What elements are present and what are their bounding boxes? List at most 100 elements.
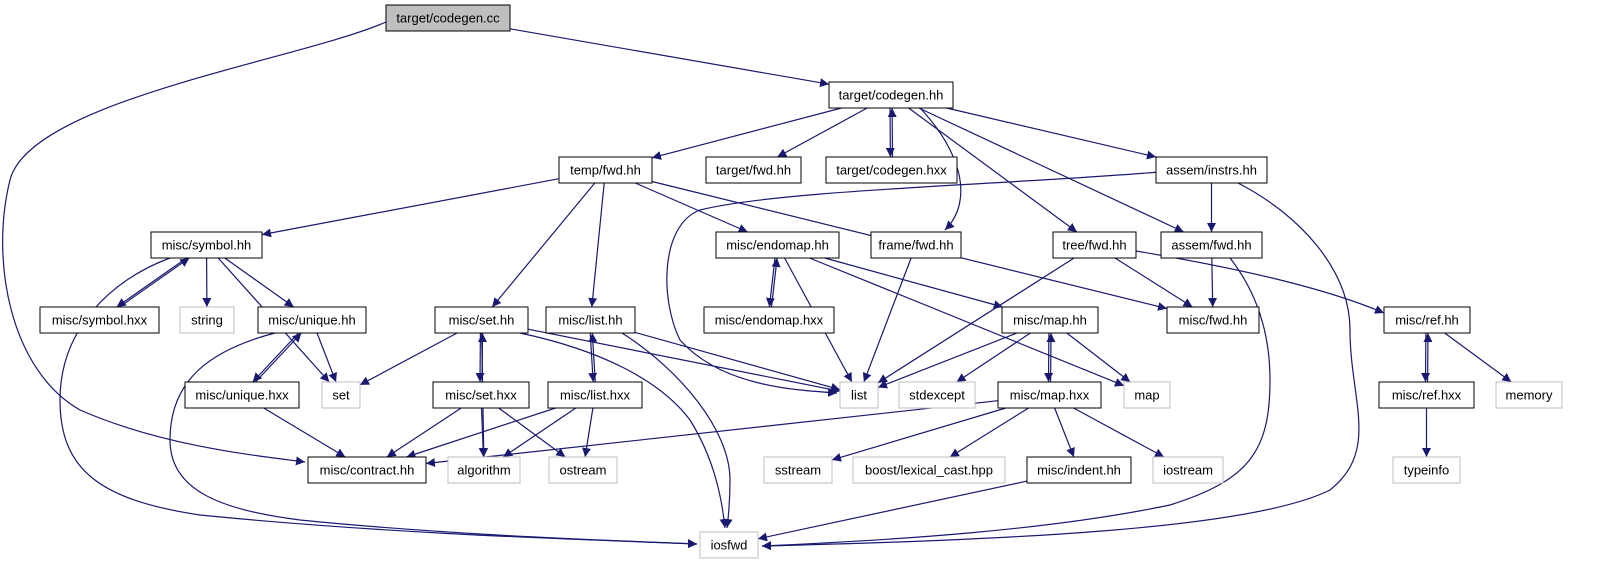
node-list-hh[interactable]: misc/list.hh — [545, 306, 636, 334]
node-box — [997, 381, 1102, 409]
edge-assem-fwd-to-iosfwd — [761, 257, 1271, 551]
node-label: typeinfo — [1404, 463, 1450, 478]
edges-layer — [2, 21, 1512, 551]
edge-codegen-cc-to-contract — [2, 21, 387, 466]
edge-list-hxx-to-list-hh — [588, 332, 598, 383]
edge-temp-fwd-to-endomap-hh — [635, 182, 748, 233]
node-endomap-hxx[interactable]: misc/endomap.hxx — [703, 306, 835, 334]
node-target-fwd[interactable]: target/fwd.hh — [705, 156, 802, 184]
node-set-hh[interactable]: misc/set.hh — [434, 306, 529, 334]
node-ostream[interactable]: ostream — [548, 456, 618, 484]
node-box — [1026, 456, 1132, 484]
node-box — [699, 531, 759, 559]
node-label: sstream — [775, 463, 821, 478]
node-label: misc/unique.hh — [268, 313, 355, 328]
node-iostream[interactable]: iostream — [1152, 456, 1224, 484]
node-box — [763, 456, 833, 484]
node-indent[interactable]: misc/indent.hh — [1026, 456, 1132, 484]
node-box — [257, 306, 367, 334]
node-tree-fwd[interactable]: tree/fwd.hh — [1052, 231, 1137, 259]
node-unique-hxx[interactable]: misc/unique.hxx — [184, 381, 300, 409]
node-list[interactable]: list — [839, 381, 879, 409]
edge-instrs-to-list — [666, 171, 1161, 397]
node-box — [715, 231, 840, 259]
node-label: misc/list.hxx — [560, 388, 631, 403]
node-misc-fwd[interactable]: misc/fwd.hh — [1166, 306, 1260, 334]
node-box — [1378, 381, 1475, 409]
node-lexical-cast[interactable]: boost/lexical_cast.hpp — [852, 456, 1006, 484]
node-contract[interactable]: misc/contract.hh — [307, 456, 427, 484]
node-string[interactable]: string — [179, 306, 235, 334]
node-instrs[interactable]: assem/instrs.hh — [1155, 156, 1268, 184]
node-box — [39, 306, 160, 334]
nodes-layer: target/codegen.cc target/codegen.hh temp/f… — [39, 4, 1563, 559]
edge-symbol-hh-to-symbol-hxx — [116, 257, 187, 308]
node-temp-fwd[interactable]: temp/fwd.hh — [558, 156, 653, 184]
node-label: target/codegen.hh — [839, 88, 944, 103]
node-box — [898, 381, 976, 409]
node-stdexcept[interactable]: stdexcept — [898, 381, 976, 409]
edge-temp-fwd-to-list-hh — [588, 182, 605, 308]
node-box — [825, 156, 958, 184]
node-label: misc/symbol.hxx — [52, 313, 148, 328]
node-ref-hh[interactable]: misc/ref.hh — [1383, 306, 1471, 334]
edge-codegen-hh-to-assem-fwd — [918, 107, 1184, 233]
node-box — [870, 231, 962, 259]
node-label: target/fwd.hh — [716, 163, 791, 178]
node-frame-fwd[interactable]: frame/fwd.hh — [870, 231, 962, 259]
node-sstream[interactable]: sstream — [763, 456, 833, 484]
node-endomap-hh[interactable]: misc/endomap.hh — [715, 231, 840, 259]
node-symbol-hh[interactable]: misc/symbol.hh — [150, 231, 263, 259]
edge-codegen-hh-to-frame-fwd — [919, 107, 962, 231]
edge-temp-fwd-to-symbol-hh — [261, 178, 560, 238]
edge-tree-fwd-to-misc-fwd — [1114, 257, 1193, 308]
node-box — [548, 456, 618, 484]
node-label: assem/fwd.hh — [1171, 238, 1251, 253]
node-box — [447, 456, 521, 484]
edge-codegen-hh-to-instrs — [946, 107, 1157, 160]
node-box — [434, 306, 529, 334]
edge-list-hh-to-list — [634, 331, 841, 392]
edge-set-hh-to-iosfwd — [519, 332, 729, 529]
node-label: misc/indent.hh — [1037, 463, 1121, 478]
node-map-hxx[interactable]: misc/map.hxx — [997, 381, 1102, 409]
edge-unique-hh-to-set — [316, 332, 337, 383]
node-map[interactable]: map — [1123, 381, 1171, 409]
edge-map-hh-to-stdexcept — [956, 332, 1031, 383]
node-codegen-hxx[interactable]: target/codegen.hxx — [825, 156, 958, 184]
edge-symbol-hh-to-unique-hh — [224, 257, 295, 308]
node-box — [150, 231, 263, 259]
node-label: temp/fwd.hh — [570, 163, 641, 178]
node-memory[interactable]: memory — [1495, 381, 1563, 409]
node-label: misc/set.hxx — [445, 388, 517, 403]
node-box — [1155, 156, 1268, 184]
node-assem-fwd[interactable]: assem/fwd.hh — [1160, 231, 1263, 259]
node-unique-hh[interactable]: misc/unique.hh — [257, 306, 367, 334]
node-box — [705, 156, 802, 184]
node-label: misc/map.hxx — [1010, 388, 1090, 403]
node-label: misc/unique.hxx — [195, 388, 289, 403]
node-label: boost/lexical_cast.hpp — [865, 463, 993, 478]
node-label: set — [332, 388, 350, 403]
node-codegen-hh[interactable]: target/codegen.hh — [828, 81, 954, 109]
node-typeinfo[interactable]: typeinfo — [1392, 456, 1461, 484]
node-list-hxx[interactable]: misc/list.hxx — [547, 381, 643, 409]
edge-unique-hh-to-iosfwd — [169, 332, 698, 549]
edge-unique-hh-to-unique-hxx — [252, 332, 299, 383]
node-label: stdexcept — [909, 388, 965, 403]
edge-indent-to-iosfwd — [757, 480, 1028, 542]
node-map-hh[interactable]: misc/map.hh — [1001, 306, 1099, 334]
node-box — [828, 81, 954, 109]
node-set[interactable]: set — [321, 381, 361, 409]
node-box — [1052, 231, 1137, 259]
edge-set-hxx-to-contract — [386, 407, 462, 458]
node-label: misc/contract.hh — [320, 463, 415, 478]
node-set-hxx[interactable]: misc/set.hxx — [432, 381, 530, 409]
node-ref-hxx[interactable]: misc/ref.hxx — [1378, 381, 1475, 409]
node-symbol-hxx[interactable]: misc/symbol.hxx — [39, 306, 160, 334]
node-algorithm[interactable]: algorithm — [447, 456, 521, 484]
node-iosfwd[interactable]: iosfwd — [699, 531, 759, 559]
edge-list-hxx-to-ostream — [582, 407, 594, 458]
node-codegen-cc[interactable]: target/codegen.cc — [385, 4, 511, 32]
node-box — [703, 306, 835, 334]
